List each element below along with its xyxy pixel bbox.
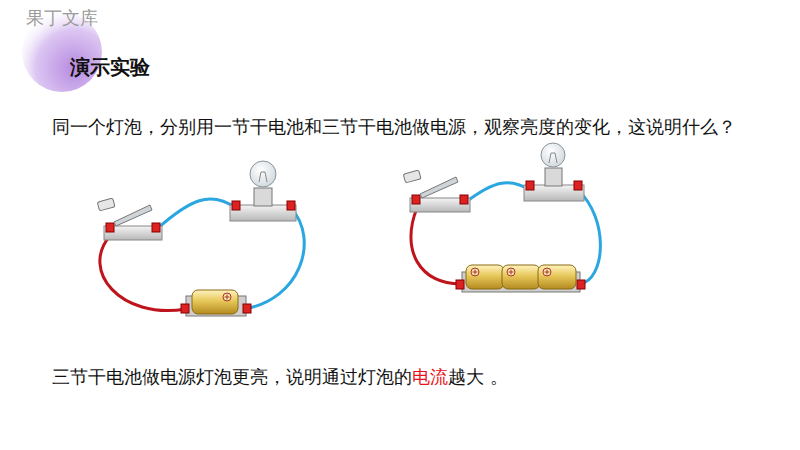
- question-text: 同一个灯泡，分别用一节干电池和三节干电池做电源，观察亮度的变化，这说明什么？: [52, 110, 772, 144]
- light-bulb: [230, 161, 296, 221]
- answer-highlight: 电流: [412, 366, 448, 387]
- light-bulb: [524, 143, 584, 201]
- watermark: 果丁文库: [26, 6, 98, 30]
- red-wire: [411, 208, 462, 284]
- blue-wire: [466, 183, 530, 202]
- red-wire: [100, 236, 186, 311]
- slide-title: 演示实验: [70, 54, 150, 81]
- answer-line: 三节干电池做电源灯泡更亮，说明通过灯泡的电流越大 。: [52, 364, 508, 390]
- battery-pack: [456, 265, 585, 292]
- switch: [97, 198, 162, 240]
- answer-text: 三节干电池做电源灯泡更亮，说明通过灯泡的: [52, 366, 412, 387]
- blue-wire: [578, 190, 600, 284]
- blue-wire: [158, 199, 236, 228]
- switch: [403, 170, 470, 212]
- blue-wire: [244, 208, 304, 309]
- answer-text: 越大 。: [448, 366, 508, 387]
- battery: [181, 290, 251, 316]
